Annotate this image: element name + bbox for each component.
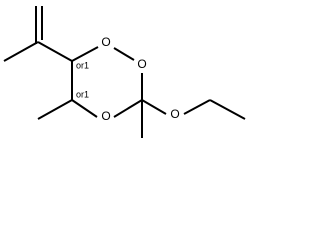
oxygen-atom-3: O [170,107,179,121]
oxygen-atom-2: O [137,57,146,71]
bond-ethyl [209,99,246,120]
bond-o4-c5 [71,99,98,118]
chemical-structure: O O O O or1 or1 [3,6,246,138]
bond-o3-ch2 [183,99,211,115]
stereo-note-c6: or1 [76,60,89,70]
oxygen-atom-1: O [101,35,110,49]
bond-o1-o2 [113,47,135,61]
bond-c3-o3 [141,99,167,115]
bond-isopropenyl-methyl [3,41,39,62]
stereo-note-c5: or1 [76,89,89,99]
bond-c3-o4 [113,99,143,118]
bond-c5-methyl [37,99,73,120]
atom-labels: O O O O [99,35,182,125]
bonds [3,6,246,138]
oxygen-atom-4: O [101,109,110,123]
bond-c6-o1 [71,46,99,62]
stereo-annotations: or1 or1 [76,60,89,99]
bond-isopropenyl-ring [37,41,73,62]
